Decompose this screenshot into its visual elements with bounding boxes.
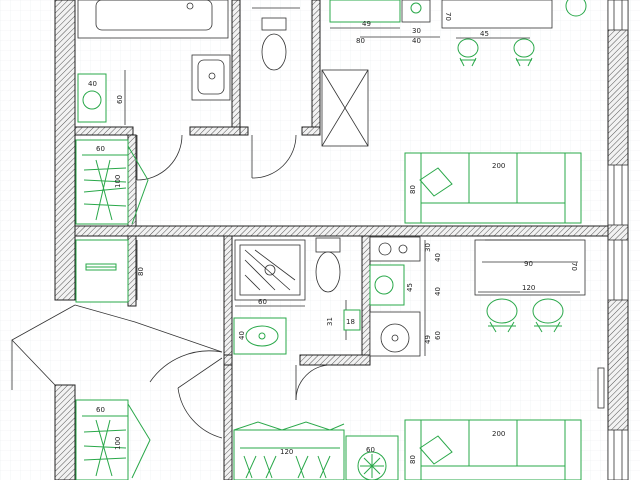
dim-sofa-bottom-200: 200 <box>492 430 505 438</box>
radiator <box>597 367 605 409</box>
dim-washer-60: 60 <box>366 446 375 454</box>
dim-shower-60: 60 <box>258 298 267 306</box>
dim-top-45: 45 <box>480 30 489 38</box>
kitchen-counter: 30 40 45 40 49 60 <box>369 236 442 357</box>
dim-sofa-bottom-80: 80 <box>409 455 417 464</box>
toilet-bottom: 31 18 <box>315 237 361 340</box>
bathroom-door-bottom <box>295 364 332 401</box>
dim-sink-40: 40 <box>238 331 246 340</box>
doors-top <box>136 134 297 181</box>
wardrobe-bottom-left: 60 100 <box>75 399 151 480</box>
dim-bath-sink-40: 40 <box>88 80 97 88</box>
bathroom-sink <box>191 54 231 101</box>
dining-table-top: 45 70 <box>441 0 587 67</box>
dim-kitchen-49: 49 <box>424 335 432 344</box>
dim-kitchen-60: 60 <box>434 331 442 340</box>
kitchen-counter-top: 49 30 80 40 <box>329 0 440 45</box>
hall-shelf: 80 <box>75 239 145 303</box>
dim-top-40: 40 <box>412 37 421 45</box>
sofa-bottom: 200 80 <box>404 419 582 480</box>
washing-machine-top: 40 <box>77 73 107 123</box>
entrance-doors <box>11 304 223 439</box>
dim-top-80: 80 <box>356 37 365 45</box>
washing-machine-bottom: 60 <box>345 435 399 480</box>
dim-wardrobe-top-100: 100 <box>114 175 122 188</box>
washbasin-bottom: 40 <box>233 317 287 355</box>
dim-top-70: 70 <box>444 12 452 21</box>
dim-table-120: 120 <box>522 284 535 292</box>
dim-top-30: 30 <box>412 27 421 35</box>
toilet-top <box>252 7 300 71</box>
dining-table-bottom: 90 120 70 <box>474 239 586 333</box>
dim-wc-31: 31 <box>326 317 334 326</box>
dim-sofa-top-200: 200 <box>492 162 505 170</box>
dim-wc-18: 18 <box>346 318 355 326</box>
dim-wardrobe-top-60: 60 <box>96 145 105 153</box>
wardrobe-top: 60 100 <box>75 139 149 225</box>
bathtub <box>77 0 229 39</box>
dim-kitchen-45: 45 <box>406 283 414 292</box>
dim-top-49: 49 <box>362 20 371 28</box>
dim-hall-80: 80 <box>137 267 145 276</box>
dim-wardrobe-bottom-60: 60 <box>96 406 105 414</box>
wardrobe-bottom-center: 120 <box>233 421 345 480</box>
dim-bath-60: 60 <box>116 95 124 104</box>
dim-kitchen-40b: 40 <box>434 287 442 296</box>
sofa-top: 200 80 <box>404 152 582 224</box>
dim-table-90: 90 <box>524 260 533 268</box>
dim-wardrobe-bottom-120: 120 <box>280 448 293 456</box>
dim-sofa-top-80: 80 <box>409 185 417 194</box>
shower: 60 <box>234 239 306 307</box>
dim-kitchen-30: 30 <box>424 243 432 252</box>
dim-table-70: 70 <box>570 262 578 271</box>
ventilation-shaft <box>321 69 369 147</box>
dim-kitchen-40a: 40 <box>434 253 442 262</box>
dim-wardrobe-bottom-100: 100 <box>114 437 122 450</box>
windows <box>597 0 629 480</box>
